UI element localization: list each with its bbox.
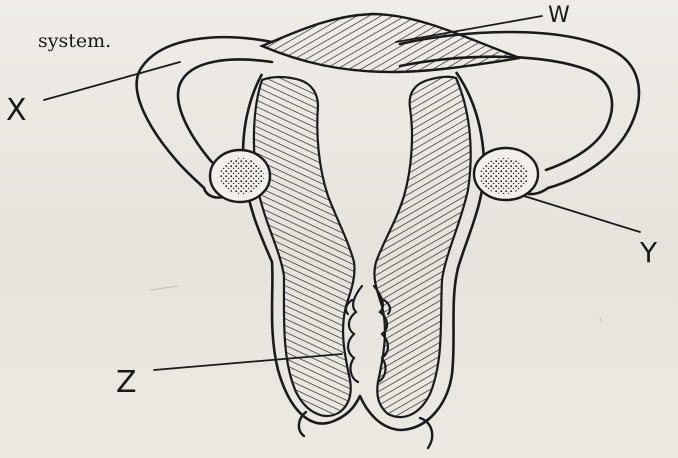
region-y-ovary [474, 148, 538, 200]
vagina-outline [299, 412, 432, 448]
region-w-fundus [262, 14, 520, 72]
label-z: Z [116, 365, 137, 400]
label-w: W [548, 3, 570, 28]
label-x: X [6, 93, 27, 128]
background-marks [150, 286, 602, 322]
pointer-y [524, 196, 640, 232]
left-ovary [210, 150, 270, 202]
uterus-right-wall [374, 77, 470, 417]
label-y: Y [639, 236, 658, 269]
pointer-x [44, 62, 180, 100]
uterus-left-wall [254, 77, 355, 416]
